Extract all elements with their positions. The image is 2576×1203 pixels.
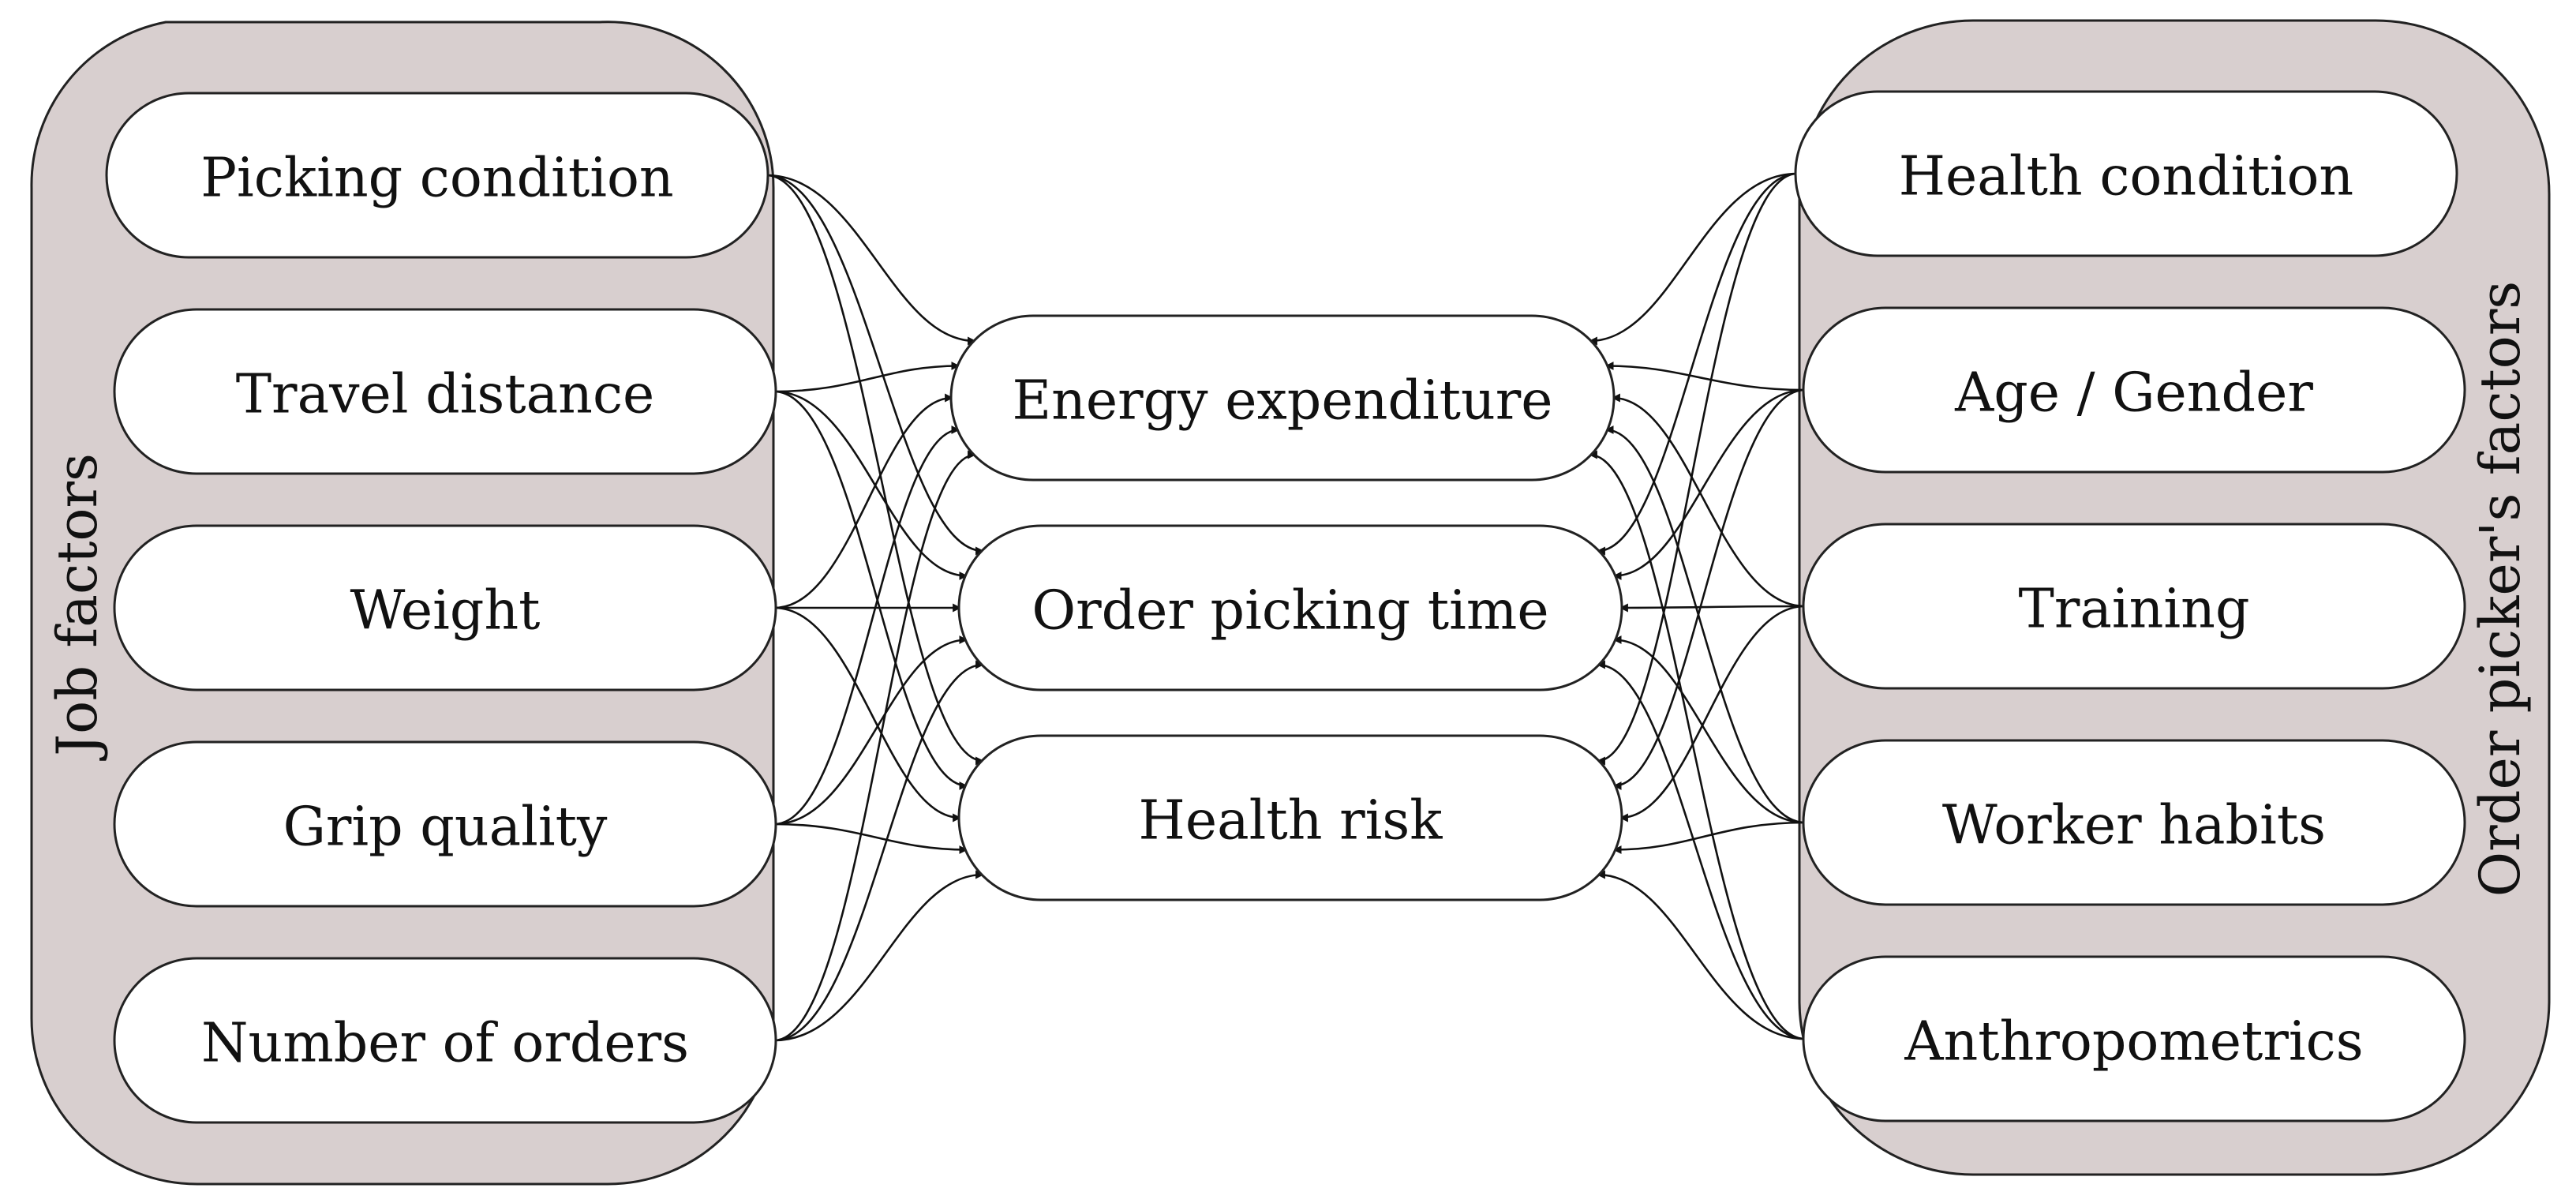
edge-age-gender-to-energy-expenditure bbox=[1604, 362, 1806, 392]
edge-picking-condition-to-energy-expenditure bbox=[766, 174, 977, 346]
picker-factor-training: Training bbox=[1802, 523, 2466, 690]
picker-factor-age-gender-box bbox=[1802, 306, 2466, 474]
edge-age-gender-to-order-picking-time bbox=[1612, 388, 1806, 580]
outcome-order-picking-time-label: Order picking time bbox=[1032, 580, 1548, 643]
job-factor-weight-box bbox=[113, 524, 777, 691]
outcome-health-risk: Health risk bbox=[957, 734, 1623, 901]
picker-factor-age-gender: Age / Gender bbox=[1802, 306, 2466, 474]
edge-number-of-orders-to-health-risk bbox=[773, 870, 985, 1042]
edge-training-to-order-picking-time bbox=[1619, 603, 1806, 613]
picker-factor-worker-habits-label: Worker habits bbox=[1942, 795, 2326, 857]
edge-worker-habits-to-health-risk bbox=[1612, 821, 1806, 854]
job-factor-number-of-orders-label: Number of orders bbox=[201, 1013, 689, 1075]
edge-weight-to-energy-expenditure bbox=[773, 393, 954, 609]
edge-number-of-orders-to-energy-expenditure bbox=[773, 450, 977, 1042]
job-factor-travel-distance-label: Travel distance bbox=[236, 364, 655, 426]
edge-health-condition-to-energy-expenditure bbox=[1588, 172, 1798, 346]
edge-travel-distance-to-order-picking-time bbox=[773, 390, 968, 580]
edge-travel-distance-to-health-risk bbox=[773, 390, 968, 790]
job-factor-picking-condition-label: Picking condition bbox=[200, 148, 673, 210]
picker-factor-health-condition: Health condition bbox=[1794, 90, 2458, 257]
edge-grip-quality-to-energy-expenditure bbox=[773, 425, 960, 826]
job-factor-weight: Weight bbox=[113, 524, 777, 691]
edge-anthropometrics-to-energy-expenditure bbox=[1588, 450, 1806, 1040]
picker-factor-age-gender-label: Age / Gender bbox=[1954, 362, 2313, 425]
job-factor-number-of-orders: Number of orders bbox=[113, 957, 777, 1124]
picker-factor-training-box bbox=[1802, 523, 2466, 690]
job-factor-number-of-orders-box bbox=[113, 957, 777, 1124]
outcome-health-risk-box bbox=[957, 734, 1623, 901]
edge-weight-to-health-risk bbox=[773, 606, 962, 823]
edge-picking-condition-to-order-picking-time bbox=[766, 174, 985, 556]
job-factor-grip-quality-box bbox=[113, 740, 777, 908]
job-factor-picking-condition: Picking condition bbox=[105, 92, 769, 259]
edge-health-condition-to-health-risk bbox=[1596, 172, 1798, 766]
edge-travel-distance-to-energy-expenditure bbox=[773, 362, 960, 393]
picker-factor-anthropometrics: Anthropometrics bbox=[1802, 955, 2466, 1122]
edge-layer bbox=[766, 172, 1806, 1042]
picker-factors-label: Order picker's factors bbox=[2468, 281, 2533, 897]
picker-factor-anthropometrics-box bbox=[1802, 955, 2466, 1122]
picker-factor-worker-habits: Worker habits bbox=[1802, 739, 2466, 906]
job-factor-grip-quality-label: Grip quality bbox=[283, 796, 608, 859]
edge-training-to-energy-expenditure bbox=[1611, 393, 1806, 608]
edge-worker-habits-to-energy-expenditure bbox=[1604, 425, 1806, 824]
job-factor-picking-condition-box bbox=[105, 92, 769, 259]
picker-factor-anthropometrics-label: Anthropometrics bbox=[1904, 1011, 2363, 1074]
picker-factor-training-label: Training bbox=[2018, 579, 2249, 641]
job-factors-label: Job factors bbox=[45, 453, 110, 761]
edge-age-gender-to-health-risk bbox=[1612, 388, 1806, 790]
outcome-energy-expenditure: Energy expenditure bbox=[949, 314, 1616, 482]
outcome-energy-expenditure-box bbox=[949, 314, 1616, 482]
outcome-health-risk-label: Health risk bbox=[1139, 790, 1443, 853]
picker-factor-health-condition-label: Health condition bbox=[1899, 146, 2353, 208]
edge-picking-condition-to-health-risk bbox=[766, 174, 985, 766]
outcome-order-picking-time-box bbox=[957, 524, 1623, 691]
job-factor-weight-label: Weight bbox=[350, 580, 541, 643]
job-factor-travel-distance-box bbox=[113, 308, 777, 475]
edge-anthropometrics-to-order-picking-time bbox=[1596, 660, 1806, 1040]
edge-health-condition-to-order-picking-time bbox=[1596, 172, 1798, 556]
job-factor-grip-quality: Grip quality bbox=[113, 740, 777, 908]
outcome-order-picking-time: Order picking time bbox=[957, 524, 1623, 691]
picker-factor-health-condition-box bbox=[1794, 90, 2458, 257]
edge-number-of-orders-to-order-picking-time bbox=[773, 660, 985, 1042]
edge-anthropometrics-to-health-risk bbox=[1596, 870, 1806, 1040]
edge-grip-quality-to-health-risk bbox=[773, 823, 968, 854]
outcome-energy-expenditure-label: Energy expenditure bbox=[1012, 370, 1552, 433]
picker-factor-worker-habits-box bbox=[1802, 739, 2466, 906]
edge-worker-habits-to-order-picking-time bbox=[1612, 635, 1806, 824]
edge-training-to-health-risk bbox=[1619, 605, 1806, 823]
edge-grip-quality-to-order-picking-time bbox=[773, 635, 968, 826]
job-factor-travel-distance: Travel distance bbox=[113, 308, 777, 475]
